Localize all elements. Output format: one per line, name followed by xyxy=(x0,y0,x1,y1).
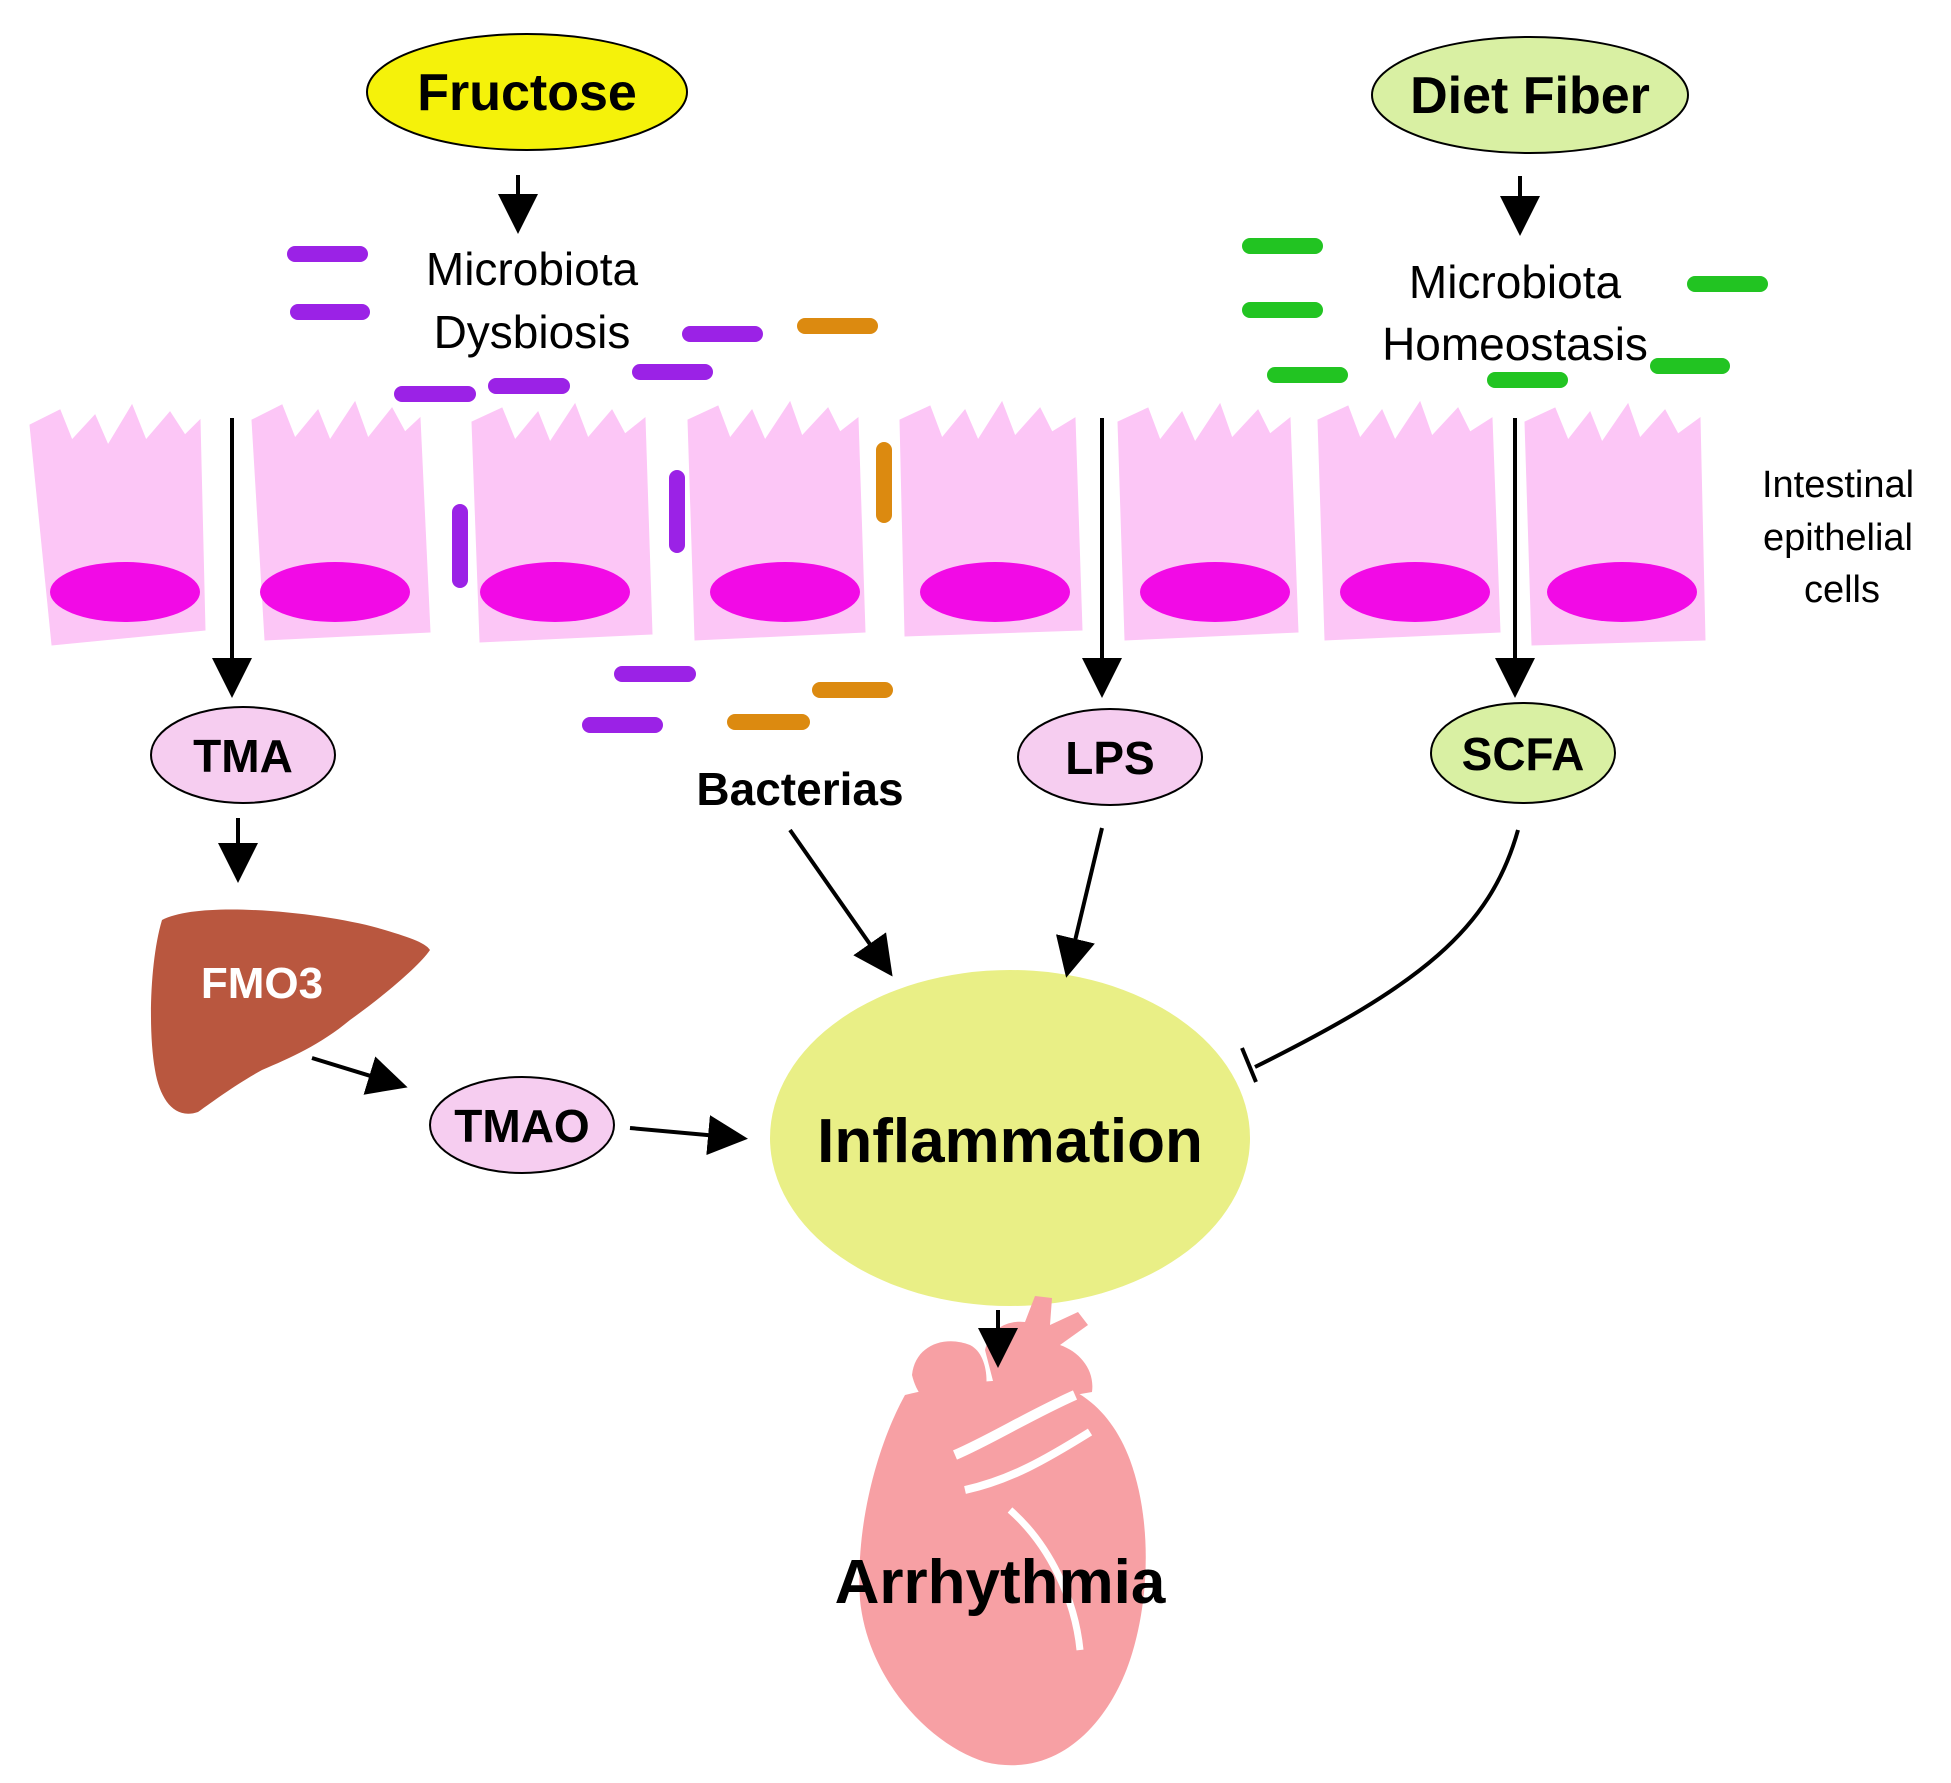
scfa-node xyxy=(1430,702,1616,804)
tmao-label: TMAO xyxy=(454,1100,589,1152)
tma-node xyxy=(150,706,336,804)
dysbiosis-label-line2: Dysbiosis xyxy=(434,306,631,358)
nucleus xyxy=(1340,562,1490,622)
inhibition-bar xyxy=(1240,1047,1258,1083)
nucleus xyxy=(1547,562,1697,622)
nucleus xyxy=(480,562,630,622)
arrhythmia-label: Arrhythmia xyxy=(835,1548,1166,1617)
nucleus xyxy=(50,562,200,622)
diet-fiber-node xyxy=(1371,36,1689,154)
heart-vessel-line xyxy=(1007,1507,1084,1651)
arrow-bacterias-to-inflammation xyxy=(788,828,893,977)
epithelium-label-line3: cells xyxy=(1804,569,1880,611)
heart-illustration xyxy=(859,1296,1146,1766)
inflammation-label: Inflammation xyxy=(817,1107,1203,1176)
scfa-label: SCFA xyxy=(1462,728,1585,780)
diet-fiber-label: Diet Fiber xyxy=(1410,67,1650,125)
fructose-node xyxy=(366,33,688,151)
heart-aorta xyxy=(985,1296,1093,1408)
heart-atrium xyxy=(912,1341,987,1421)
bacterias-label: Bacterias xyxy=(696,763,903,815)
homeostasis-label-line1: Microbiota xyxy=(1409,256,1622,308)
arrow-lps-to-inflammation xyxy=(1056,827,1104,978)
nucleus xyxy=(1140,562,1290,622)
heart-vessel-line xyxy=(964,1428,1093,1494)
heart-vessel-line xyxy=(953,1390,1078,1460)
liver-shape xyxy=(150,909,431,1114)
fmo3-label: FMO3 xyxy=(201,959,323,1008)
nucleus xyxy=(920,562,1070,622)
lps-label: LPS xyxy=(1065,732,1154,784)
cell-nuclei xyxy=(50,562,1697,622)
inflammation-node xyxy=(770,970,1250,1306)
arrow-tmao-to-inflammation xyxy=(629,1115,748,1156)
epithelium-label-line1: Intestinal xyxy=(1762,464,1914,506)
arrows xyxy=(212,175,1540,1368)
arrow-liver-to-tmao xyxy=(311,1056,408,1095)
tmao-node xyxy=(429,1076,615,1174)
bacteria-homeostasis xyxy=(1242,238,1768,388)
dysbiosis-label-line1: Microbiota xyxy=(426,243,639,295)
inhibition-scfa-to-inflammation xyxy=(1254,829,1520,1069)
epithelium-label-line2: epithelial xyxy=(1763,517,1913,559)
heart-body xyxy=(859,1380,1146,1766)
homeostasis-label-line2: Homeostasis xyxy=(1382,318,1648,370)
nucleus xyxy=(710,562,860,622)
tma-label: TMA xyxy=(193,730,293,782)
lps-node xyxy=(1017,708,1203,806)
nucleus xyxy=(260,562,410,622)
fructose-label: Fructose xyxy=(417,64,637,122)
bacteria-dysbiosis xyxy=(287,246,893,733)
